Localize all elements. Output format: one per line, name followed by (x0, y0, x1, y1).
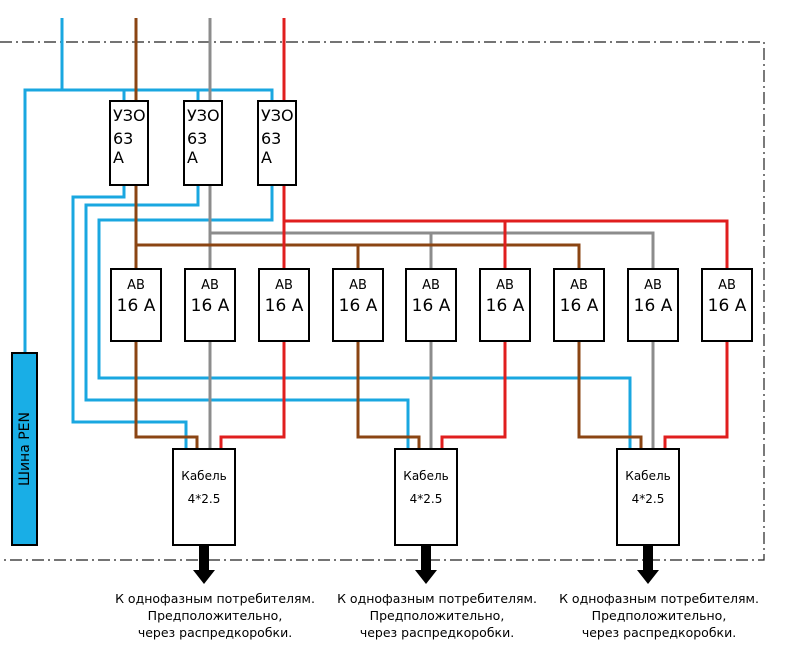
caption-line: К однофазным потребителям. (337, 591, 537, 606)
breaker-5: АВ 16 А (405, 268, 457, 342)
cable-box-3: Кабель 4*2.5 (616, 448, 680, 546)
rcd-1: УЗО 63 А (109, 100, 149, 186)
rcd-label: УЗО (187, 106, 220, 125)
caption-line: через распредкоробки. (137, 625, 293, 640)
caption-line: Предположительно, (591, 608, 727, 623)
cable-label: Кабель (181, 469, 227, 483)
breaker-label: АВ (422, 278, 440, 293)
caption-line: Предположительно, (369, 608, 505, 623)
cable-box-1: Кабель 4*2.5 (172, 448, 236, 546)
consumer-caption-3: К однофазным потребителям. Предположител… (544, 590, 774, 641)
breaker-4: АВ 16 А (332, 268, 384, 342)
neutral-wires (23, 18, 632, 448)
breaker-rating: 16 А (633, 296, 673, 316)
cable-box-2: Кабель 4*2.5 (394, 448, 458, 546)
rcd-label: УЗО (261, 106, 294, 125)
breaker-8: АВ 16 А (627, 268, 679, 342)
rcd-3: УЗО 63 А (257, 100, 297, 186)
rcd-2: УЗО 63 А (183, 100, 223, 186)
caption-line: К однофазным потребителям. (115, 591, 315, 606)
breaker-label: АВ (496, 278, 514, 293)
breaker-7: АВ 16 А (553, 268, 605, 342)
consumer-caption-2: К однофазным потребителям. Предположител… (322, 590, 552, 641)
rcd-label: УЗО (113, 106, 146, 125)
breaker-label: АВ (201, 278, 219, 293)
breaker-rating: 16 А (411, 296, 451, 316)
cable-label: Кабель (625, 469, 671, 483)
breaker-rating: 16 А (338, 296, 378, 316)
breaker-rating: 16 А (264, 296, 304, 316)
cable-spec: 4*2.5 (187, 492, 221, 506)
rcd-rating: 63 А (113, 129, 134, 167)
caption-line: Предположительно, (147, 608, 283, 623)
breaker-6: АВ 16 А (479, 268, 531, 342)
breaker-2: АВ 16 А (184, 268, 236, 342)
breaker-9: АВ 16 А (701, 268, 753, 342)
cable-spec: 4*2.5 (631, 492, 665, 506)
breaker-rating: 16 А (559, 296, 599, 316)
caption-line: К однофазным потребителям. (559, 591, 759, 606)
breaker-rating: 16 А (485, 296, 525, 316)
pen-bus: Шина PEN (11, 352, 38, 546)
breaker-label: АВ (718, 278, 736, 293)
breaker-label: АВ (275, 278, 293, 293)
consumer-caption-1: К однофазным потребителям. Предположител… (100, 590, 330, 641)
breaker-label: АВ (644, 278, 662, 293)
phase-l2-wires (208, 18, 655, 448)
caption-line: через распредкоробки. (359, 625, 515, 640)
breaker-label: АВ (127, 278, 145, 293)
rcd-rating: 63 А (187, 129, 208, 167)
cable-spec: 4*2.5 (409, 492, 443, 506)
breaker-3: АВ 16 А (258, 268, 310, 342)
breaker-rating: 16 А (707, 296, 747, 316)
breaker-rating: 16 А (190, 296, 230, 316)
cable-label: Кабель (403, 469, 449, 483)
enclosure-border (0, 41, 765, 561)
output-arrows (193, 546, 659, 584)
breaker-label: АВ (349, 278, 367, 293)
breaker-label: АВ (570, 278, 588, 293)
phase-l3-wires (219, 18, 729, 448)
pen-bus-label: Шина PEN (16, 411, 33, 487)
caption-line: через распредкоробки. (581, 625, 737, 640)
rcd-rating: 63 А (261, 129, 282, 167)
breaker-rating: 16 А (116, 296, 156, 316)
breaker-1: АВ 16 А (110, 268, 162, 342)
